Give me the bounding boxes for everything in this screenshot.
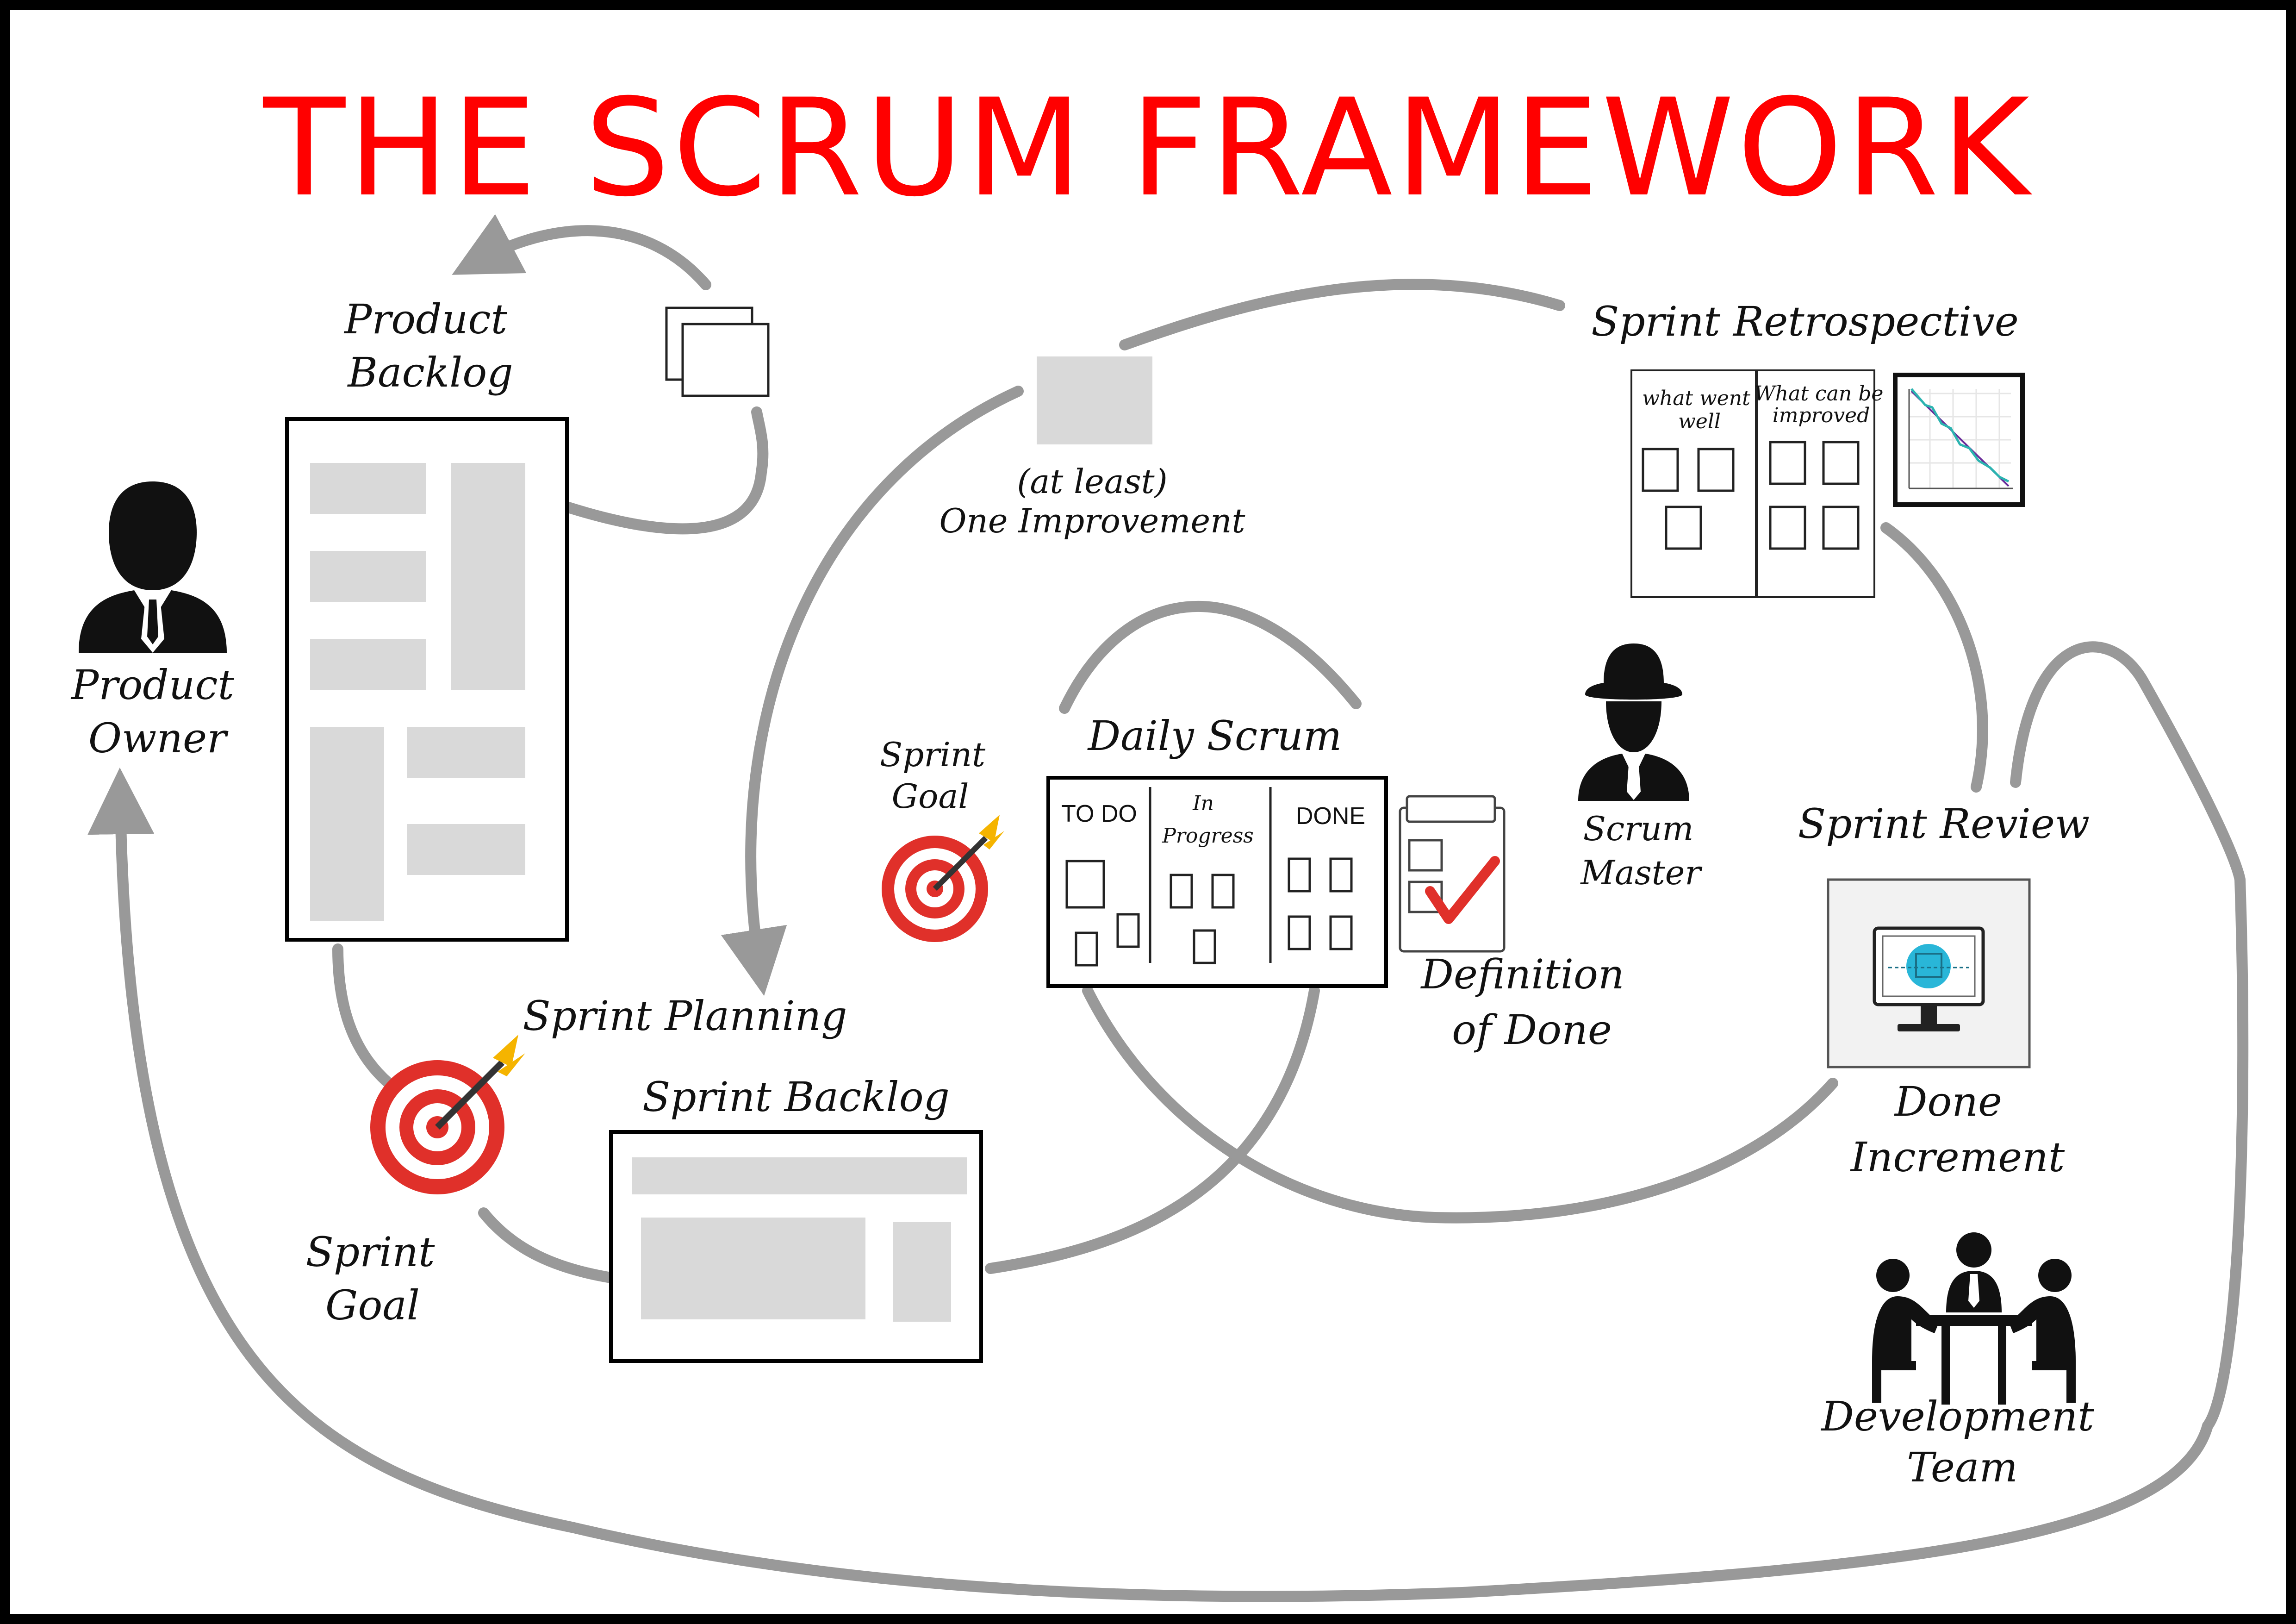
product-owner-label: Product Owner	[70, 661, 235, 762]
diagram-title: THE SCRUM FRAMEWORK	[261, 70, 2034, 226]
svg-text:Product: Product	[343, 295, 508, 343]
burndown-chart-icon	[1893, 373, 2025, 507]
svg-text:Team: Team	[1907, 1443, 2018, 1491]
definition-of-done-label: Definition of Done	[1420, 950, 1624, 1054]
done-increment-label: Done Increment	[1850, 1078, 2065, 1181]
sprint-planning-label: Sprint Planning	[523, 992, 847, 1040]
daily-scrum-label: Daily Scrum	[1087, 712, 1342, 760]
scrum-master-label: Scrum Master	[1580, 809, 1702, 892]
sprint-backlog-board	[609, 1130, 983, 1363]
svg-text:Backlog: Backlog	[347, 349, 513, 396]
svg-text:Done: Done	[1894, 1078, 2002, 1125]
svg-text:Goal: Goal	[892, 777, 969, 816]
in-progress-column-label: In	[1192, 792, 1214, 815]
refinement-loop-out	[452, 214, 711, 290]
svg-text:Master: Master	[1580, 853, 1702, 892]
what-went-well-label: what went	[1642, 387, 1750, 410]
in-progress-column-label-2: Progress	[1162, 824, 1254, 848]
sprint-review-label: Sprint Review	[1798, 800, 2090, 848]
businessman-icon	[79, 481, 227, 653]
done-column-label: DONE	[1296, 803, 1365, 830]
one-improvement-label: (at least) One Improvement	[940, 462, 1246, 540]
svg-text:Goal: Goal	[325, 1281, 420, 1329]
refinement-cards-icon	[665, 306, 770, 397]
sprint-retrospective-label: Sprint Retrospective	[1591, 298, 2019, 345]
refinement-loop-in	[561, 406, 769, 535]
svg-text:Definition: Definition	[1420, 950, 1624, 998]
target-icon	[370, 1035, 525, 1194]
sprint-backlog-label: Sprint Backlog	[642, 1073, 950, 1121]
backlog-to-goal-arrow	[332, 943, 394, 1089]
svg-text:Product: Product	[70, 661, 235, 709]
todo-column-label: TO DO	[1061, 800, 1137, 827]
team-meeting-icon	[1872, 1232, 2076, 1405]
checklist-icon	[1399, 795, 1506, 953]
svg-text:Sprint: Sprint	[306, 1228, 436, 1276]
retro-to-improvement-arrow	[1119, 279, 1565, 350]
improvement-card	[1037, 356, 1152, 444]
sprint-backlog-to-daily-arrow	[985, 985, 1320, 1274]
hat-person-icon	[1578, 643, 1689, 801]
daily-scrum-loop-arc	[1059, 601, 1362, 714]
daily-scrum-board: TO DO In Progress DONE	[1046, 776, 1388, 988]
svg-text:Development: Development	[1820, 1393, 2094, 1440]
flow-arrows	[87, 214, 2249, 1602]
svg-text:Sprint: Sprint	[880, 735, 986, 774]
target-icon	[882, 815, 1004, 942]
improvement-to-planning-arrow	[721, 386, 1024, 996]
what-went-well-label-2: well	[1678, 410, 1721, 433]
goal-to-sprint-backlog-arrow	[478, 1207, 616, 1283]
daily-to-increment-arrow	[1082, 985, 1838, 1224]
svg-text:(at least): (at least)	[1017, 462, 1167, 501]
product-backlog-board	[285, 417, 569, 942]
sprint-goal-upper-label: Sprint Goal	[880, 735, 986, 816]
review-to-retro-arrow	[1880, 522, 1988, 793]
svg-text:Scrum: Scrum	[1583, 809, 1694, 848]
sprint-goal-lower-label: Sprint Goal	[306, 1228, 436, 1329]
svg-text:of Done: of Done	[1452, 1006, 1612, 1054]
svg-text:Increment: Increment	[1850, 1133, 2065, 1181]
monitor-product-icon	[1827, 878, 2031, 1068]
what-can-be-improved-label-2: improved	[1773, 404, 1870, 427]
retro-board: what went well What can be improved	[1630, 369, 1884, 598]
svg-text:One Improvement: One Improvement	[940, 501, 1246, 540]
product-backlog-label: Product Backlog	[343, 295, 513, 396]
svg-text:Owner: Owner	[88, 714, 229, 762]
what-can-be-improved-label: What can be	[1755, 382, 1884, 406]
development-team-label: Development Team	[1820, 1393, 2094, 1491]
review-to-product-owner-arrow	[87, 641, 2249, 1602]
